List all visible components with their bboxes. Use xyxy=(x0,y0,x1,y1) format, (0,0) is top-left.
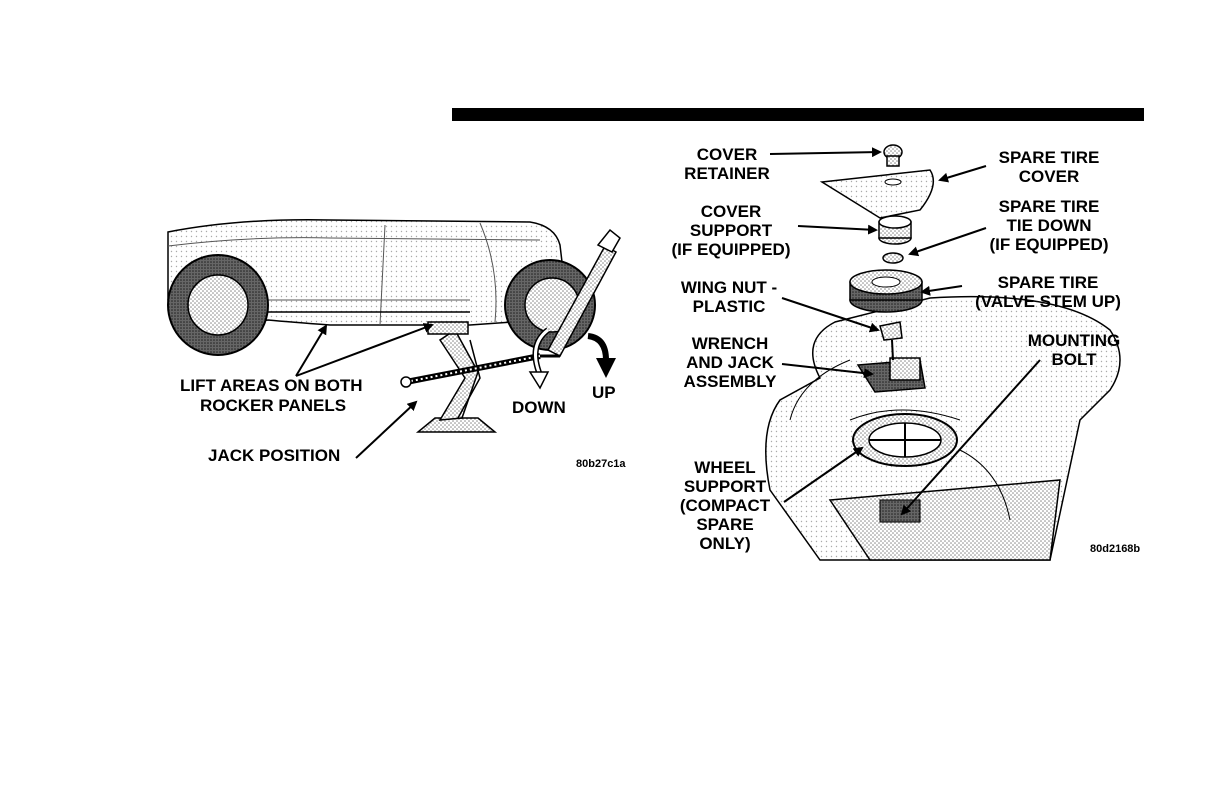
label-lift-areas-line1: LIFT AREAS ON BOTH xyxy=(180,376,363,395)
front-wheel xyxy=(168,255,268,355)
up-arrow-icon xyxy=(588,336,616,378)
spare-tire xyxy=(850,270,922,312)
label-up: UP xyxy=(592,383,616,402)
figure-code-right: 80d2168b xyxy=(1090,543,1140,555)
label-jack-position: JACK POSITION xyxy=(208,446,340,465)
label-cover-retainer: COVER RETAINER xyxy=(682,145,772,183)
label-down: DOWN xyxy=(512,398,566,417)
label-spare-tire: SPARE TIRE (VALVE STEM UP) xyxy=(966,273,1130,311)
label-mounting-bolt: MOUNTING BOLT xyxy=(1018,331,1130,369)
label-spare-tire-tie-down: SPARE TIRE TIE DOWN (IF EQUIPPED) xyxy=(982,197,1116,254)
cover-retainer xyxy=(884,145,902,166)
label-wrench-jack: WRENCH AND JACK ASSEMBLY xyxy=(678,334,782,391)
tie-down xyxy=(883,253,903,263)
label-wheel-support: WHEEL SUPPORT (COMPACT SPARE ONLY) xyxy=(664,458,786,553)
spare-tire-cover xyxy=(822,170,933,218)
label-cover-support: COVER SUPPORT (IF EQUIPPED) xyxy=(664,202,798,259)
label-lift-areas-line2: ROCKER PANELS xyxy=(200,396,346,415)
label-spare-tire-cover: SPARE TIRE COVER xyxy=(988,148,1110,186)
label-wing-nut: WING NUT - PLASTIC xyxy=(674,278,784,316)
figure-code-left: 80b27c1a xyxy=(576,458,626,470)
cover-support xyxy=(879,216,911,244)
